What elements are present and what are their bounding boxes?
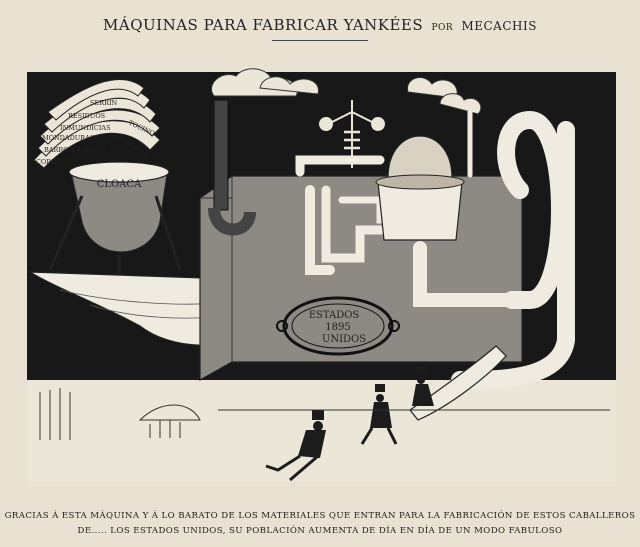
- figure-2: [360, 384, 398, 445]
- title-by: POR: [431, 23, 454, 33]
- chute-label-residuos: RESIDUOS: [68, 112, 105, 120]
- chute-label-inmundicias: INMUNDICIAS: [60, 124, 111, 132]
- chute-label-mondaduras: MONDADURAS: [42, 134, 94, 142]
- nameplate-line1: ESTADOS: [309, 310, 360, 321]
- figure-3: [265, 410, 326, 482]
- title-rule: [272, 40, 368, 41]
- caption: GRACIAS Á ESTA MÁQUINA Y Á LO BARATO DE …: [0, 509, 640, 539]
- nameplate: [276, 296, 400, 356]
- title-text: MÁQUINAS PARA FABRICAR YANKÉES: [103, 16, 424, 34]
- hopper-chutes: [33, 79, 161, 169]
- smoke: [211, 68, 482, 115]
- hopper: [48, 161, 182, 280]
- chute-label-barro: BARRO Y CIERNO: [44, 146, 105, 154]
- yankee-figures: [265, 366, 434, 482]
- nameplate-line3: UNIDOS: [322, 334, 366, 345]
- hopper-label: CLOACA: [97, 179, 142, 190]
- dome: [375, 135, 465, 241]
- output-chute: [409, 345, 507, 421]
- nameplate-line2: 1895: [325, 322, 350, 333]
- caption-line1: GRACIAS Á ESTA MÁQUINA Y Á LO BARATO DE …: [4, 511, 636, 521]
- chimney: [208, 99, 256, 236]
- ground-details: [39, 388, 610, 440]
- chute-label-serrin: SERRIN: [90, 99, 118, 107]
- figure-1: [412, 366, 434, 406]
- chute-label-cordilla: CORDILLA: [36, 158, 73, 166]
- title-author: MECACHIS: [461, 19, 537, 33]
- page-title: MÁQUINAS PARA FABRICAR YANKÉES POR MECAC…: [0, 16, 640, 34]
- caption-line2: DE..... LOS ESTADOS UNIDOS, SU POBLACIÓN…: [77, 526, 563, 536]
